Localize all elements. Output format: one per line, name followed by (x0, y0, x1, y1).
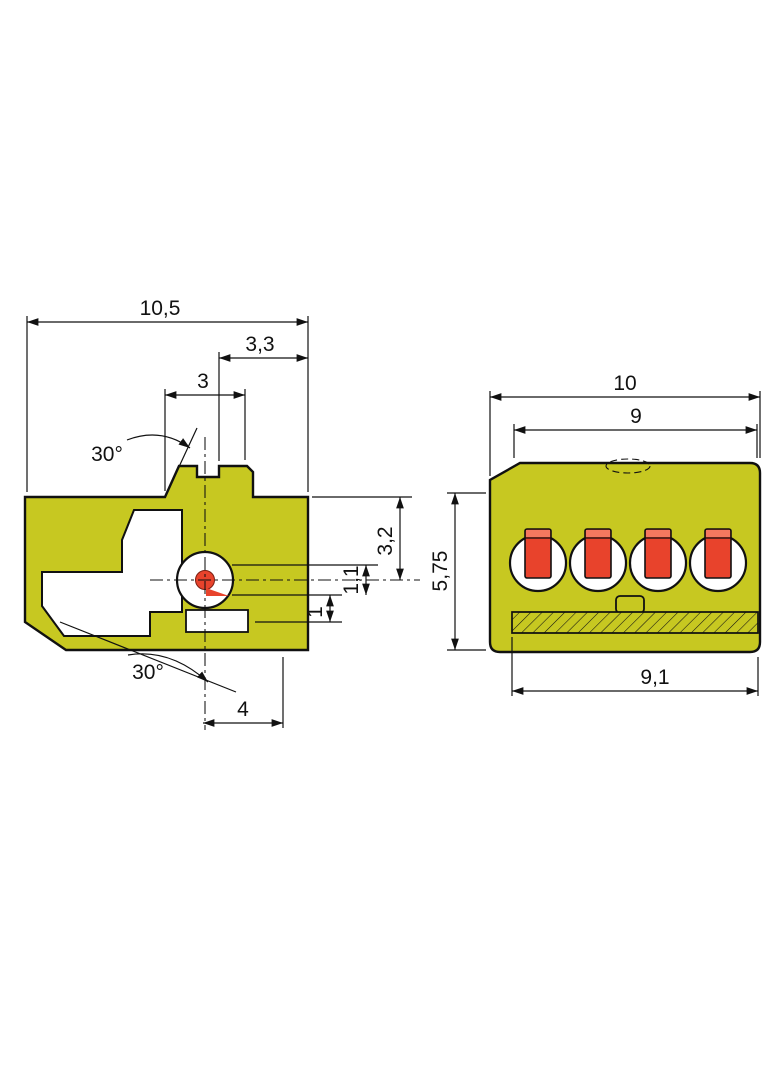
dim-label-lower-offset: 1 (304, 606, 327, 618)
dim-label-entry-diameter: 1,1 (340, 565, 363, 594)
hidden-top-hole (605, 458, 651, 474)
front-view: 10 9 5,75 9,1 (429, 372, 762, 696)
push-button-port (688, 528, 748, 593)
angle-label-bottom: 30° (132, 661, 164, 684)
angle-arc (126, 434, 191, 449)
dim-side-total-width: 10,5 (26, 297, 309, 492)
front-center-notch (615, 595, 645, 614)
push-button (524, 528, 552, 579)
dim-side-slot-to-edge: 3,3 (218, 333, 308, 461)
angle-reference-line (164, 427, 198, 498)
dim-side-lower-offset: 1 (255, 595, 342, 623)
push-button-top-face (706, 530, 730, 537)
dim-label-front-height: 5,75 (429, 551, 452, 592)
dim-front-inner-width: 9 (513, 405, 758, 458)
angle-arc (127, 653, 209, 683)
push-button-port (568, 528, 628, 593)
dim-label-total-width: 10,5 (140, 297, 181, 320)
angle-top: 30° (91, 427, 198, 498)
dim-label-top-to-center: 3,2 (374, 526, 397, 555)
dim-side-bottom-width: 4 (203, 657, 284, 728)
dim-label-tab-width: 3 (197, 370, 209, 393)
dim-front-bottom-width: 9,1 (511, 637, 759, 696)
push-button (644, 528, 672, 579)
dim-front-height: 5,75 (429, 492, 486, 651)
angle-bottom: 30° (59, 621, 237, 693)
push-button (584, 528, 612, 579)
dim-label-front-inner-width: 9 (630, 405, 642, 428)
dim-side-top-to-center: 3,2 (312, 496, 412, 580)
dim-label-front-total-width: 10 (613, 372, 636, 395)
angle-label-top: 30° (91, 443, 123, 466)
dim-side-entry-diameter: 1,1 (232, 564, 378, 596)
dim-extension-lines (489, 391, 761, 476)
dim-label-front-bottom-width: 9,1 (640, 666, 669, 689)
dim-label-bottom-width: 4 (237, 698, 249, 721)
dim-extension-lines (513, 424, 758, 458)
side-spring-wedge (206, 588, 229, 596)
front-hatched-strip (511, 611, 759, 634)
push-button-top-face (586, 530, 610, 537)
side-view: 10,5 3,3 3 30° 3,2 1 (23, 297, 420, 730)
dim-extension-lines (26, 316, 309, 492)
dim-extension-lines (232, 564, 378, 596)
side-bottom-slot (185, 609, 249, 633)
dim-front-total-width: 10 (489, 372, 761, 476)
dim-extension-lines (511, 637, 759, 696)
dim-side-tab-width: 3 (164, 370, 246, 491)
dim-extension-lines (164, 389, 246, 491)
push-button-port (628, 528, 688, 593)
push-button-top-face (646, 530, 670, 537)
dim-label-slot-to-edge: 3,3 (245, 333, 274, 356)
push-button-top-face (526, 530, 550, 537)
push-button (704, 528, 732, 579)
push-button-port (508, 528, 568, 593)
dim-extension-lines (447, 492, 486, 651)
